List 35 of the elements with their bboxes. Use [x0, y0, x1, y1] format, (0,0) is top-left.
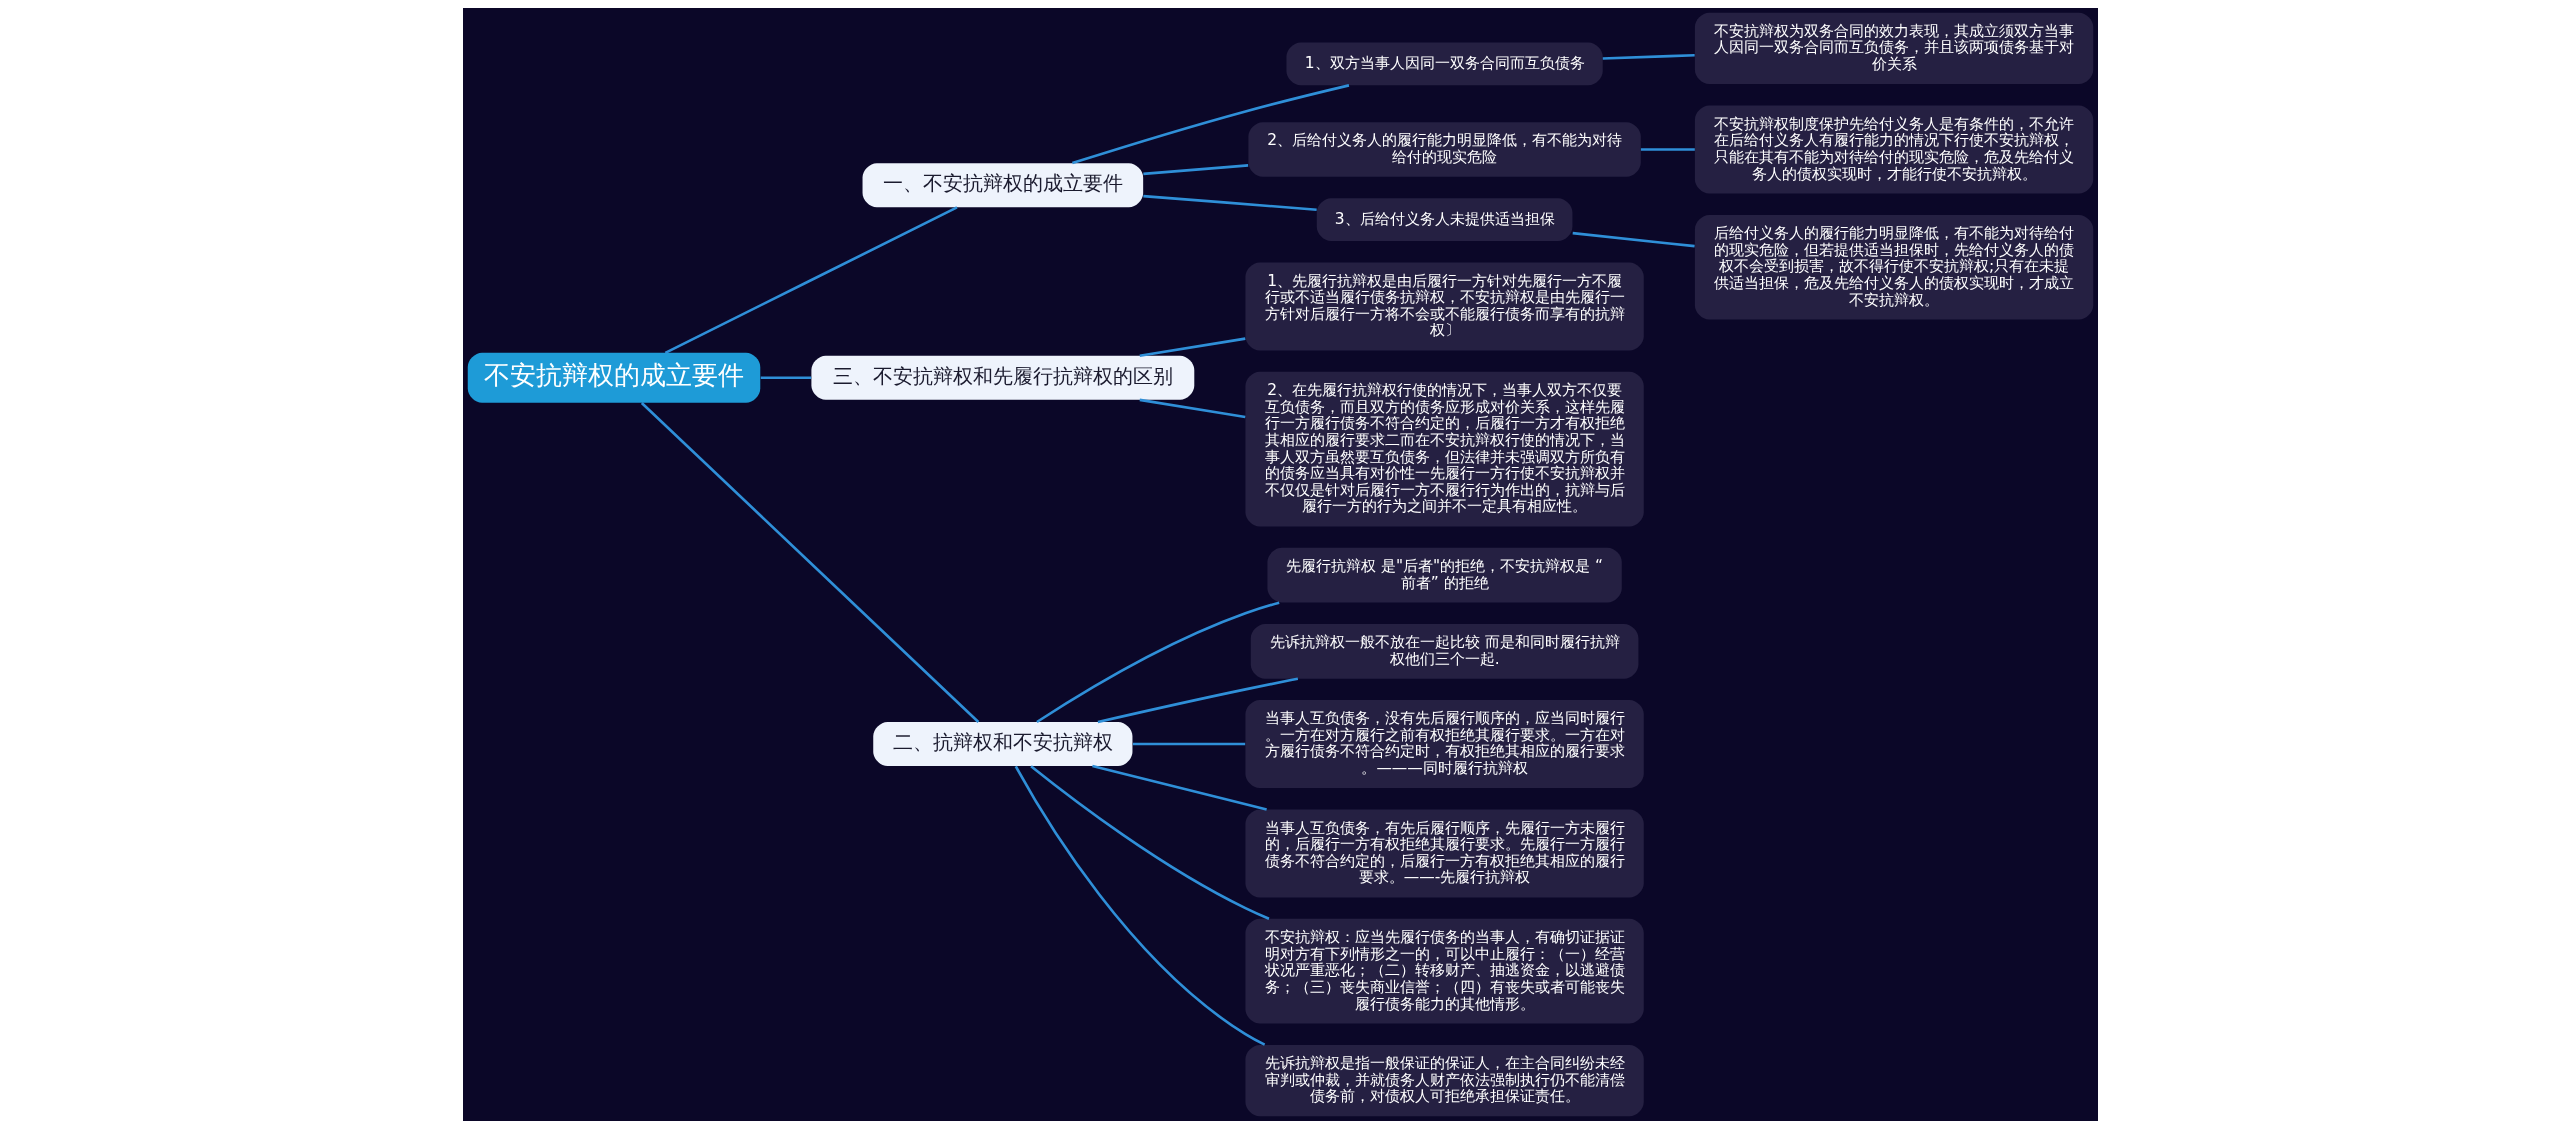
connector	[1139, 337, 1245, 358]
connector	[1139, 398, 1245, 419]
node-box: 当事人互负债务，有先后履行顺序，先履行一方未履行的，后履行一方有权拒绝其履行要求。先履行一方履行债务不符合约定的，后履行一方有权拒绝其相应的履行要求。——-先履行抗辩权	[1244, 809, 1644, 898]
connector	[640, 402, 979, 723]
connector	[1602, 53, 1695, 60]
node-box: 当事人互负债务，没有先后履行顺序的，应当同时履行。一方在对方履行之前有权拒绝其履行要求。一方在对方履行债务不符合约定时，有权拒绝其相应的履行要求。———同时履行抗辩权	[1244, 700, 1644, 789]
connector	[1142, 164, 1248, 176]
connector	[760, 376, 811, 380]
node-box: 先诉抗辩权是指一般保证的保证人，在主合同纠纷未经审判或仲裁，并就债务人财产依法强制执行仍不能清偿债务前，对债权人可拒绝承担保证责任。	[1244, 1044, 1644, 1117]
connector	[1640, 148, 1695, 151]
connector	[1014, 765, 1265, 1046]
node-box: 2、在先履行抗辩权行使的情况下，当事人双方不仅要互负债务，而且双方的债务应形成对价关系，这样先履行一方履行债务不符合约定的，后履行一方才有权拒绝其相应的履行要求二而在不安抗辩权行使的情况下，当事人双方虽然要互负债务，但法律并未强调双方所负有的债务应当具有对价性一先履行一方行使不安抗辩权并不仅仅是针对后履行一方不履行行为作出的，抗辩与后履行一方的行为之间并不一定具有相应性。	[1244, 371, 1644, 527]
node-box: 不安抗辩权制度保护先给付义务人是有条件的，不允许在后给付义务人有履行能力的情况下行使不安抗辩权，只能在其有不能为对待给付的现实危险，危及先给付义务人的债权实现时，才能行使不安抗辩权。	[1694, 105, 2093, 194]
node-box: 不安抗辩权：应当先履行债务的当事人，有确切证据证明对方有下列情形之一的，可以中止履行：（一）经营状况严重恶化；（二）转移财产、抽逃资金，以逃避债务；（三）丧失商业信誉；（四）有丧失或者可能丧失履行债务能力的其他情形。	[1244, 918, 1644, 1024]
node-box: 先诉抗辩权一般不放在一起比较 而是和同时履行抗辩权他们三个一起.	[1250, 623, 1638, 679]
connector	[1071, 84, 1349, 165]
connector	[1097, 677, 1298, 724]
connector	[664, 206, 958, 354]
connector	[1035, 601, 1280, 724]
node-box: 三、不安抗辩权和先履行抗辩权的区别	[810, 355, 1194, 400]
node-box: 1、双方当事人因同一双务合同而互负债务	[1285, 42, 1603, 86]
node-box: 2、后给付义务人的履行能力明显降低，有不能为对待给付的现实危险	[1247, 122, 1641, 177]
connector	[1142, 194, 1317, 211]
connector	[1572, 231, 1695, 248]
connector	[1091, 764, 1267, 811]
node-box: 后给付义务人的履行能力明显降低，有不能为对待给付的现实危险，但若提供适当担保时，先给付义务人的债权不会受到损害，故不得行使不安抗辩权;只有在未提供适当担保，危及先给付义务人的债权实现时，才成立不安抗辩权。	[1694, 214, 2093, 320]
node-box: 1、先履行抗辩权是由后履行一方针对先履行一方不履行或不适当履行债务抗辩权，不安抗辩权是由先履行一方针对后履行一方将不会或不能履行债务而享有的抗辩权〕	[1244, 262, 1644, 351]
node-box: 不安抗辩权为双务合同的效力表现，其成立须双方当事人因同一双务合同而互负债务，并且该两项债务基于对价关系	[1694, 12, 2093, 85]
node-box: 一、不安抗辩权的成立要件	[862, 163, 1143, 208]
connector	[1132, 742, 1245, 746]
node-box: 二、抗辩权和不安抗辩权	[872, 722, 1132, 767]
connector	[1029, 765, 1269, 920]
node-box: 先履行抗辩权 是"后者"的拒绝，不安抗辩权是 “前者” 的拒绝	[1266, 547, 1622, 603]
node-box: 不安抗辩权的成立要件	[467, 352, 760, 403]
node-box: 3、后给付义务人未提供适当担保	[1316, 198, 1572, 242]
